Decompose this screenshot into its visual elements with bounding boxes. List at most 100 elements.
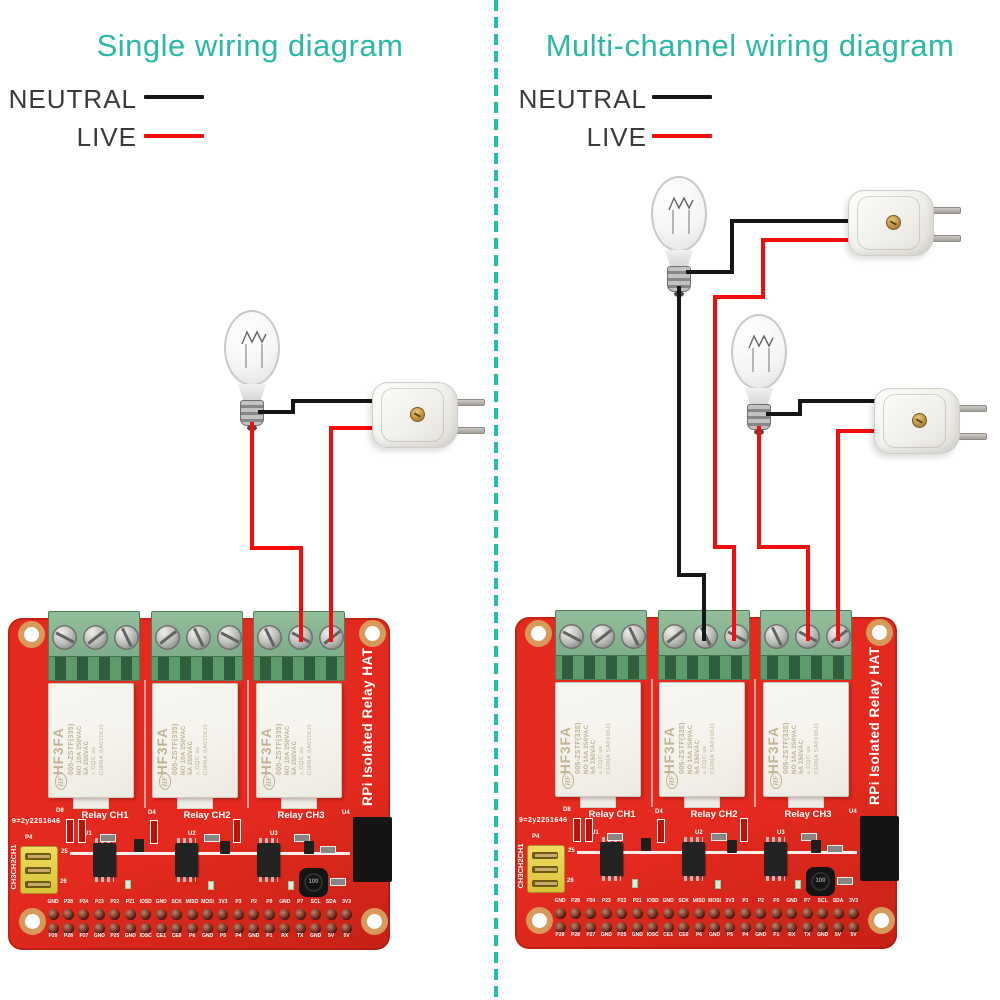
plug-screw [912, 413, 927, 428]
resistor [320, 846, 336, 854]
gpio-hole [786, 921, 798, 933]
gpio-label: GND [554, 898, 566, 904]
bulb-glass [224, 310, 280, 386]
terminal-clamp-teeth [49, 656, 139, 680]
transistor [641, 838, 651, 851]
gpio-hole [817, 921, 829, 933]
gpio-label: P27 [79, 933, 89, 939]
right-neutral-label: NEUTRAL [518, 84, 647, 114]
silkscreen-divider [144, 680, 146, 808]
right-live-label: LIVE [586, 122, 647, 152]
silkscreen-trace [577, 851, 857, 854]
gpio-hole [325, 922, 337, 934]
relay-markings: HF HF3FA 005-ZSTF(335) NO 10A 250VAC 5A … [51, 691, 132, 791]
bulb-contact-tip [674, 291, 684, 297]
gpio-label: 5V [835, 932, 842, 938]
bulb-filament-icon [748, 334, 774, 372]
gpio-label: GND [248, 933, 260, 939]
terminal-screw [319, 625, 344, 650]
resistor [294, 834, 310, 842]
plug-prong [932, 207, 961, 214]
gpio-hole [600, 921, 612, 933]
relay-model: 005-ZSTF(335) [678, 722, 686, 774]
terminal-screw [155, 625, 180, 650]
relay-tab [73, 797, 109, 809]
jumper-channel-label: CH3CH2CH1 [9, 844, 18, 890]
gpio-label: GND [786, 898, 798, 904]
refdes: U2 [695, 830, 703, 836]
refdes: U1 [591, 830, 599, 836]
neutral-wire-bulb-to-plug [291, 399, 378, 403]
gpio-label: P3 [235, 899, 242, 905]
gpio-hole [848, 921, 860, 933]
gpio-label: P28 [63, 933, 73, 939]
gpio-hole [647, 921, 659, 933]
terminal-screw [693, 624, 718, 649]
gpio-label: P28 [63, 899, 73, 905]
panel-divider [494, 0, 498, 1000]
gpio-label: CE0 [678, 932, 689, 938]
gpio-label: GND [124, 933, 136, 939]
gpio-hole [631, 907, 643, 919]
status-led [715, 880, 721, 889]
gpio-label: P21 [632, 898, 642, 904]
plug-prong [958, 405, 987, 412]
gpio-label: GND [93, 933, 105, 939]
bulb-glass [731, 314, 787, 390]
mounting-hole [361, 908, 388, 935]
bulb-screw-base [667, 266, 691, 292]
optocoupler-ic [600, 837, 623, 881]
diode [150, 820, 158, 844]
resistor [330, 878, 346, 886]
relay-brand: HF3FA [766, 726, 781, 774]
relay-model: 005-ZSTF(335) [574, 722, 582, 774]
resistor [827, 845, 843, 853]
terminal-block-ch1 [48, 611, 140, 681]
relay-origin: CHINA SA0106J1 [306, 723, 313, 775]
refdes: U4 [849, 809, 857, 815]
terminal-clamp-teeth [761, 655, 851, 679]
relay-brand: HF3FA [662, 726, 677, 774]
gpio-hole [724, 907, 736, 919]
gpio-hole [202, 922, 213, 934]
terminal-screw [590, 624, 615, 649]
relay-certs: ▵ CQC us [702, 745, 709, 774]
relay-rating: 5A 250VAC [291, 740, 299, 775]
gpio-label: P23 [94, 899, 104, 905]
terminal-screw [288, 625, 313, 650]
channel-label-ch3: Relay CH3 [784, 809, 832, 820]
relay-certs: ▵ CQC us [299, 746, 306, 775]
relay-markings: HF HF3FA 005-ZSTF(335) NO 10A 250VAC 5A … [662, 690, 743, 790]
gpio-label: P3 [742, 898, 749, 904]
relay-ch3: HF HF3FA 005-ZSTF(335) NO 10A 250VAC 5A … [763, 682, 849, 797]
pin-number: 26 [567, 878, 574, 884]
refdes: U1 [84, 831, 92, 837]
gpio-hole [786, 907, 798, 919]
gpio-label: GND [817, 932, 829, 938]
gpio-label: 5V [343, 933, 350, 939]
plug-body [848, 190, 934, 256]
relay-ch1: HF HF3FA 005-ZSTF(335) NO 10A 250VAC 5A … [555, 682, 641, 797]
gpio-label: 3V3 [218, 899, 228, 905]
gpio-hole [724, 921, 736, 933]
gpio-label: P0 [266, 899, 273, 905]
gpio-hole [755, 907, 767, 919]
power-inductor: 100 [806, 867, 835, 896]
diode [66, 819, 74, 843]
board-serial-text: 9=2y2251646 [519, 817, 568, 824]
terminal-screw [83, 625, 108, 650]
gpio-label: 3V3 [342, 899, 351, 905]
diode [573, 818, 581, 842]
relay-rating: NO 10A 250VAC [790, 724, 798, 774]
terminal-clamp-teeth [556, 655, 646, 679]
relay-rating: 5A 250VAC [694, 739, 702, 774]
gpio-label: P25 [617, 932, 627, 938]
gpio-hole [817, 907, 829, 919]
bulb-contact-tip [247, 425, 257, 431]
relay-certs: ▵ CQC us [806, 745, 813, 774]
gpio-hole [93, 908, 105, 920]
gpio-hole [693, 921, 705, 933]
relay-hat-board-left: HF HF3FA 005-ZSTF(335) NO 10A 250VAC 5A … [8, 611, 392, 950]
terminal-block-ch3 [760, 610, 852, 680]
live-wire-bulb-to-ch3-com [250, 546, 303, 550]
